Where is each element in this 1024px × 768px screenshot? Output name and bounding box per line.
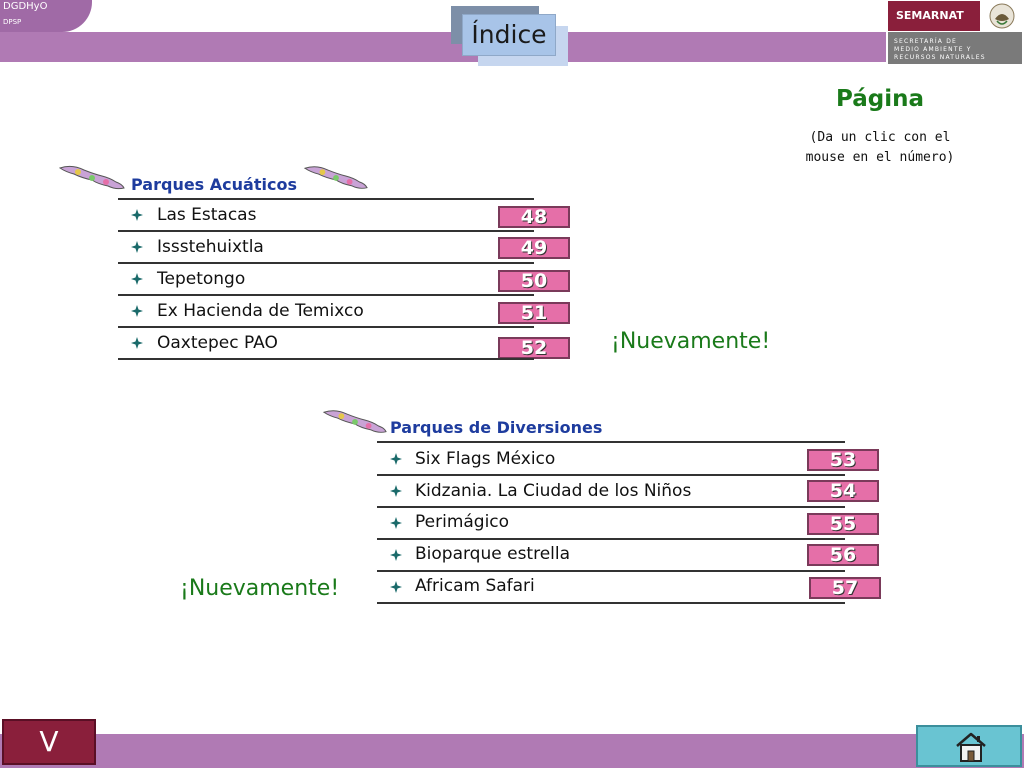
row-divider	[377, 474, 845, 476]
page-button-54[interactable]: 54	[807, 480, 879, 502]
logo-caption-line1: SECRETARÍA DE	[894, 38, 958, 45]
bullet-icon	[390, 549, 402, 561]
logo-caption-line3: RECURSOS NATURALES	[894, 54, 986, 61]
page-button-53[interactable]: 53	[807, 449, 879, 471]
list-item-label: Las Estacas	[157, 205, 257, 225]
bullet-icon	[131, 209, 143, 221]
bullet-icon	[131, 273, 143, 285]
row-divider	[118, 326, 534, 328]
page-button-56[interactable]: 56	[807, 544, 879, 566]
home-icon	[956, 732, 986, 762]
instruction-line2: mouse en el número)	[805, 150, 955, 165]
again-link[interactable]: ¡Nuevamente!	[180, 576, 340, 601]
page-button-51[interactable]: 51	[498, 302, 570, 324]
row-divider	[118, 262, 534, 264]
home-button[interactable]	[916, 725, 1022, 767]
page-button-55[interactable]: 55	[807, 513, 879, 535]
list-item-label: Bioparque estrella	[415, 544, 571, 564]
mexico-map-icon	[58, 165, 125, 190]
bullet-icon	[131, 241, 143, 253]
row-divider	[377, 602, 845, 604]
logo-brand: SEMARNAT	[888, 1, 980, 31]
list-item-label: Six Flags México	[415, 449, 556, 469]
row-divider	[377, 538, 845, 540]
page-button-52[interactable]: 52	[498, 337, 570, 359]
list-item-label: Perimágico	[415, 512, 510, 532]
section-divider	[118, 198, 534, 200]
row-divider	[118, 294, 534, 296]
bullet-icon	[131, 305, 143, 317]
list-item-label: Tepetongo	[157, 269, 246, 289]
page-button-48[interactable]: 48	[498, 206, 570, 228]
row-divider	[118, 230, 534, 232]
row-divider	[377, 506, 845, 508]
section-title-acuaticos: Parques Acuáticos	[131, 175, 297, 194]
page-heading: Página	[835, 86, 924, 112]
section-v-button[interactable]: V	[2, 719, 96, 765]
page-button-57[interactable]: 57	[809, 577, 881, 599]
list-item-label: Oaxtepec PAO	[157, 333, 278, 353]
bullet-icon	[390, 581, 402, 593]
list-item-label: Africam Safari	[415, 576, 535, 596]
bullet-icon	[390, 485, 402, 497]
list-item-label: Issstehuixtla	[157, 237, 264, 257]
instruction-text: (Da un clic con el mouse en el número)	[780, 128, 980, 168]
page-button-50[interactable]: 50	[498, 270, 570, 292]
again-link[interactable]: ¡Nuevamente!	[611, 329, 771, 354]
list-item-label: Ex Hacienda de Temixco	[157, 301, 364, 321]
org-line2: DPSP	[3, 18, 22, 26]
row-divider	[377, 570, 845, 572]
bullet-icon	[390, 517, 402, 529]
logo-caption-line2: MEDIO AMBIENTE Y	[894, 46, 972, 53]
list-item-label: Kidzania. La Ciudad de los Niños	[415, 481, 692, 501]
instruction-line1: (Da un clic con el	[809, 130, 951, 145]
section-divider	[377, 441, 845, 443]
mexico-map-icon	[303, 166, 368, 189]
page-title: Índice	[462, 14, 556, 56]
bullet-icon	[131, 337, 143, 349]
org-line1: DGDHyO	[3, 1, 48, 12]
mexico-map-icon	[322, 410, 387, 433]
org-badge: DGDHyO DPSP	[0, 0, 92, 32]
section-title-diversiones: Parques de Diversiones	[390, 418, 603, 437]
logo-caption: SECRETARÍA DE MEDIO AMBIENTE Y RECURSOS …	[888, 32, 1022, 64]
bottom-band	[0, 734, 1024, 768]
page-button-49[interactable]: 49	[498, 237, 570, 259]
mexico-seal-icon	[989, 3, 1015, 29]
row-divider	[118, 358, 534, 360]
bullet-icon	[390, 453, 402, 465]
